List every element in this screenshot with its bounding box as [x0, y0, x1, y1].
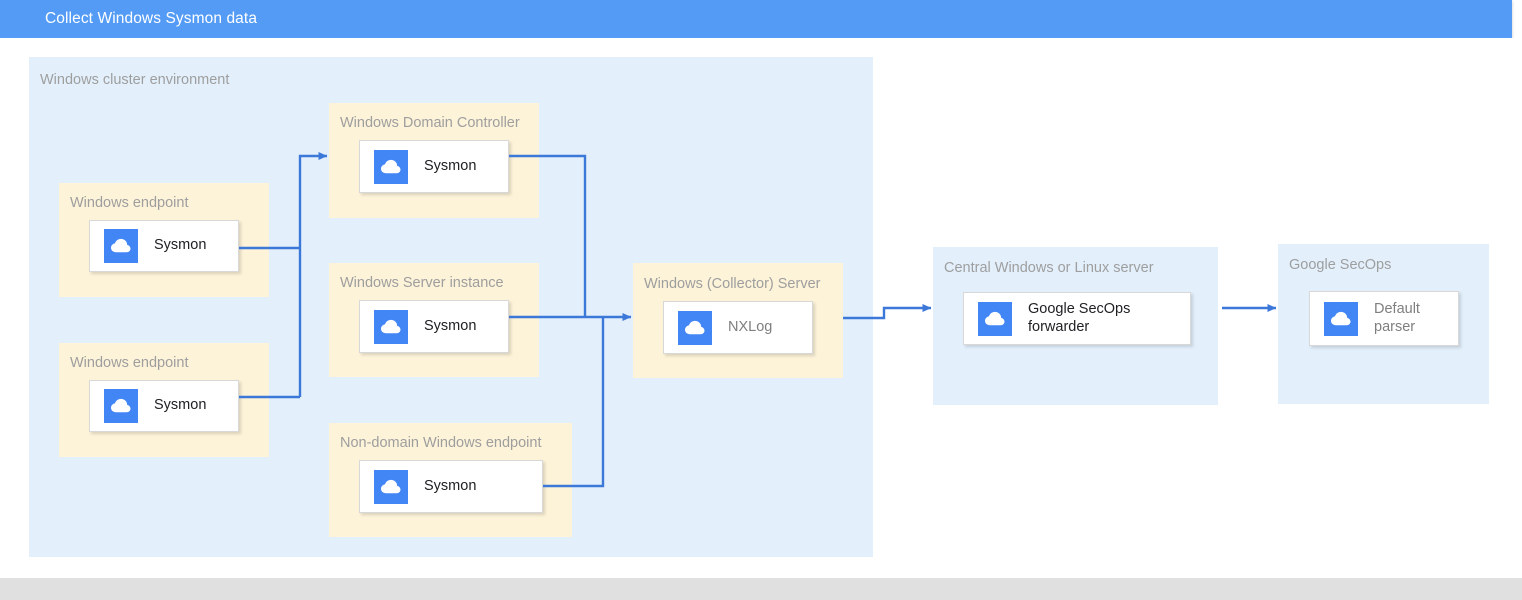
node-sysmon-endpoint-1[interactable]: Sysmon: [89, 220, 239, 272]
cloud-icon: [104, 389, 138, 423]
node-label-sysmon-endpoint-1: Sysmon: [154, 237, 207, 254]
node-label-nxlog-collector: NXLog: [728, 318, 773, 335]
node-label-sysmon-server-instance: Sysmon: [424, 317, 477, 334]
cloud-icon: [374, 469, 408, 504]
cloud-icon: [978, 301, 1012, 336]
group-label-windows-domain-controller: Windows Domain Controller: [340, 115, 520, 131]
node-label-sysmon-non-domain: Sysmon: [424, 477, 477, 494]
window-title-bar: Collect Windows Sysmon data: [0, 0, 1512, 38]
node-label-default-parser: Default parser: [1374, 301, 1420, 335]
cloud-icon: [678, 310, 712, 345]
node-sysmon-server-instance[interactable]: Sysmon: [359, 300, 509, 353]
node-google-secops-forwarder[interactable]: Google SecOps forwarder: [963, 292, 1191, 345]
node-label-sysmon-endpoint-2: Sysmon: [154, 397, 207, 414]
node-sysmon-endpoint-2[interactable]: Sysmon: [89, 380, 239, 432]
node-sysmon-non-domain[interactable]: Sysmon: [359, 460, 543, 513]
group-label-google-secops: Google SecOps: [1289, 257, 1392, 273]
cloud-icon: [374, 149, 408, 184]
page-title: Collect Windows Sysmon data: [45, 10, 258, 27]
group-label-central-windows-or-linux-server: Central Windows or Linux server: [944, 260, 1154, 276]
group-label-non-domain-windows-endpoint: Non-domain Windows endpoint: [340, 435, 542, 451]
cloud-icon: [374, 309, 408, 344]
node-label-google-secops-forwarder: Google SecOps forwarder: [1028, 301, 1131, 335]
cloud-icon: [1324, 301, 1358, 336]
cloud-icon: [104, 229, 138, 263]
group-label-windows-endpoint-2: Windows endpoint: [70, 355, 189, 371]
footer-bar: [0, 578, 1522, 600]
group-label-windows-cluster-environment: Windows cluster environment: [40, 72, 230, 88]
group-label-windows-collector-server: Windows (Collector) Server: [644, 276, 821, 292]
group-label-windows-endpoint-1: Windows endpoint: [70, 195, 189, 211]
node-default-parser[interactable]: Default parser: [1309, 291, 1459, 346]
node-label-sysmon-domain-controller: Sysmon: [424, 157, 477, 174]
node-nxlog-collector[interactable]: NXLog: [663, 301, 813, 354]
node-sysmon-domain-controller[interactable]: Sysmon: [359, 140, 509, 193]
group-label-windows-server-instance: Windows Server instance: [340, 275, 504, 291]
diagram-canvas: Windows cluster environment Windows endp…: [0, 38, 1522, 578]
